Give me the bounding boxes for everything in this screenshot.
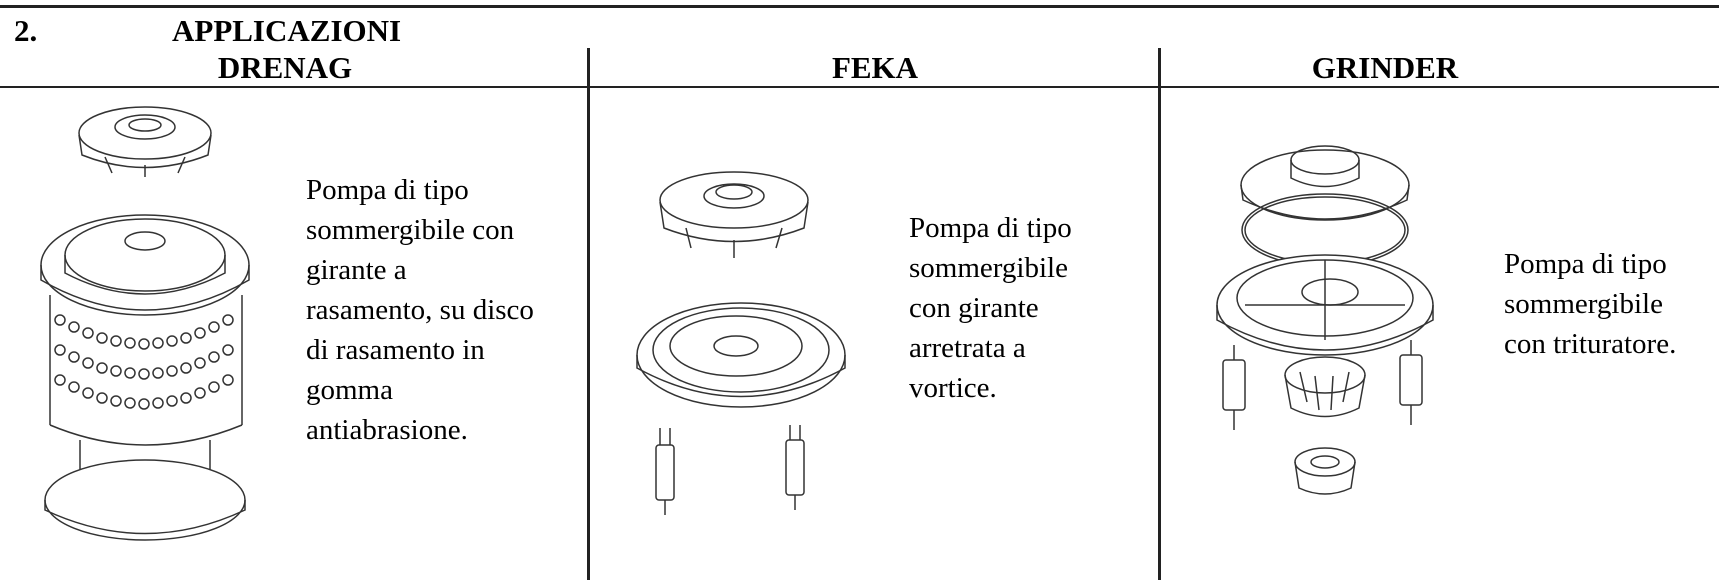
description-line: arretrata a — [909, 332, 1026, 364]
description-line: con girante — [909, 292, 1039, 324]
description-line: sommergibile — [909, 252, 1068, 284]
description-line: vortice. — [909, 372, 997, 404]
description-grinder: Pompa di tipo sommergibile con triturato… — [1504, 244, 1676, 364]
column-heading-drenag: DRENAG — [217, 50, 353, 85]
header-rule — [0, 86, 1719, 88]
section-title: APPLICAZIONI — [172, 13, 402, 48]
description-line: antiabrasione. — [306, 414, 468, 446]
description-line: Pompa di tipo — [306, 174, 469, 206]
description-line: rasamento, su disco — [306, 294, 534, 326]
description-line: di rasamento in — [306, 334, 485, 366]
feka-pump-exploded-drawing — [636, 170, 876, 525]
description-line: Pompa di tipo — [909, 212, 1072, 244]
column-heading-feka: FEKA — [831, 50, 919, 85]
column-divider-2 — [1158, 48, 1161, 580]
grinder-pump-exploded-drawing — [1215, 140, 1425, 515]
description-feka: Pompa di tipo sommergibile con girante a… — [909, 208, 1072, 408]
description-line: sommergibile con — [306, 214, 515, 246]
top-rule — [0, 5, 1719, 8]
drenag-pump-exploded-drawing — [30, 95, 260, 545]
description-line: girante a — [306, 254, 407, 286]
column-heading-grinder: GRINDER — [1311, 50, 1459, 85]
description-line: sommergibile — [1504, 288, 1663, 320]
description-line: con trituratore. — [1504, 328, 1677, 360]
description-line: Pompa di tipo — [1504, 248, 1667, 280]
section-number: 2. — [14, 13, 38, 48]
column-divider-1 — [587, 48, 590, 580]
description-line: gomma — [306, 374, 393, 406]
description-drenag: Pompa di tipo sommergibile con girante a… — [306, 170, 534, 450]
